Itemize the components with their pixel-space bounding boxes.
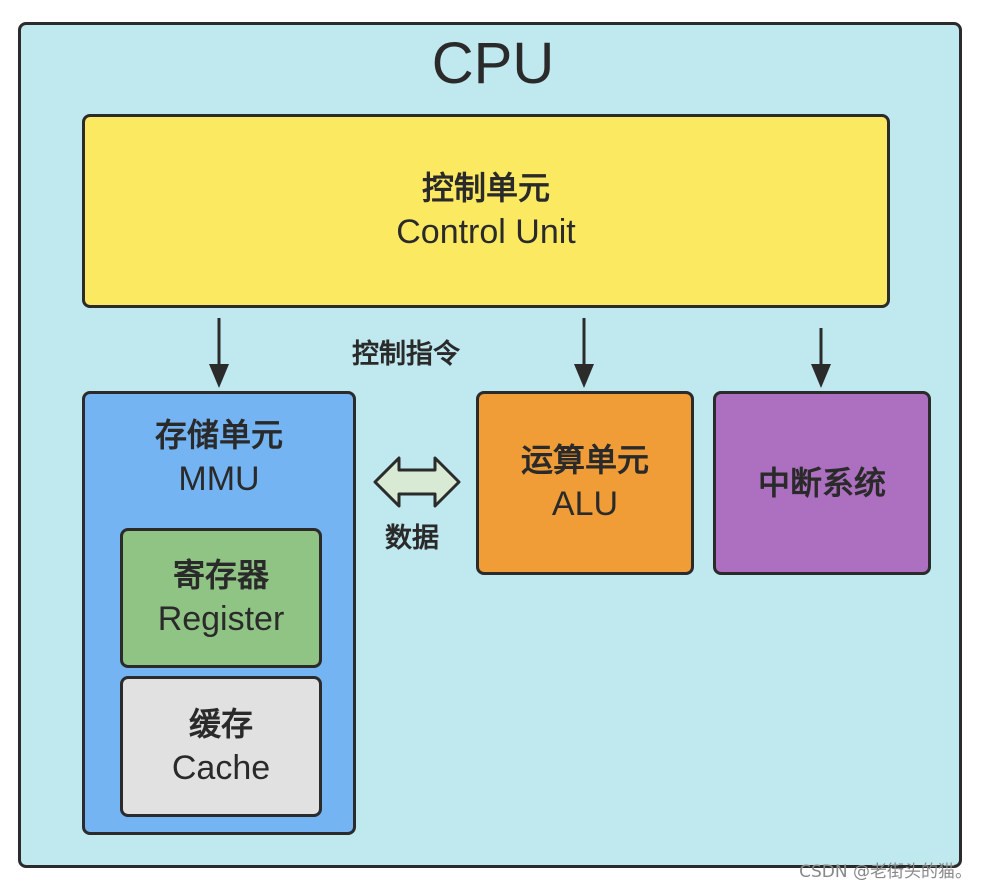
- cache-box: 缓存 Cache: [120, 676, 322, 817]
- mmu-en-label: MMU: [178, 460, 260, 498]
- control-arrow-to-alu: [574, 318, 594, 388]
- data-double-arrow-icon: [373, 456, 461, 508]
- interrupt-system-label: 中断系统: [757, 464, 886, 502]
- register-box: 寄存器 Register: [120, 528, 322, 668]
- cpu-title: CPU: [431, 31, 555, 96]
- data-label: 数据: [385, 523, 439, 554]
- mmu-zh-label: 存储单元: [154, 416, 283, 454]
- control-arrow-to-mmu: [209, 318, 229, 388]
- watermark: CSDN @老街头的猫。: [799, 862, 972, 882]
- alu-zh-label: 运算单元: [520, 441, 649, 479]
- cache-zh-label: 缓存: [188, 704, 253, 743]
- control-arrow-to-interrupt: [811, 328, 831, 388]
- control-unit-en-label: Control Unit: [396, 213, 576, 251]
- alu-en-label: ALU: [551, 485, 619, 523]
- control-unit-zh-label: 控制单元: [421, 169, 550, 207]
- register-zh-label: 寄存器: [172, 556, 269, 594]
- alu-box: 运算单元 ALU: [476, 391, 694, 575]
- register-en-label: Register: [157, 600, 285, 638]
- cache-en-label: Cache: [171, 748, 271, 787]
- interrupt-system-box: 中断系统: [713, 391, 931, 575]
- control-instruction-label: 控制指令: [352, 339, 460, 370]
- control-unit-box: 控制单元 Control Unit: [82, 114, 890, 308]
